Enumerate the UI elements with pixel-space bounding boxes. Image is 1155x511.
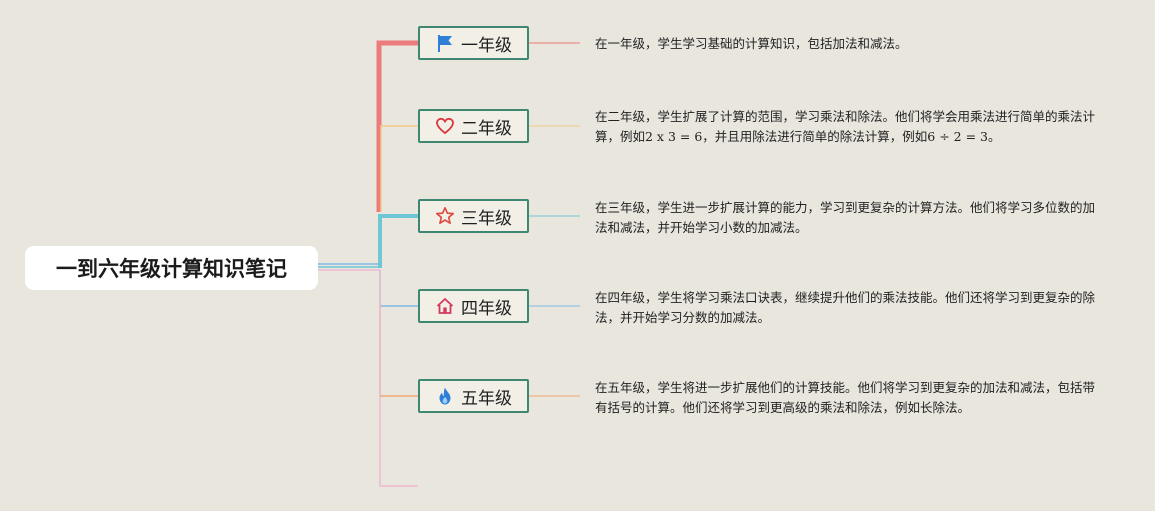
topic-label: 二年级 — [461, 118, 512, 139]
branch-line-5 — [379, 306, 418, 397]
description-grade-4: 在四年级，学生将学习乘法口诀表，继续提升他们的乘法技能。他们还将学习到更复杂的除… — [595, 290, 1096, 325]
topic-grade-4[interactable]: 四年级 — [418, 289, 529, 323]
description-grade-2: 在二年级，学生扩展了计算的范围，学习乘法和除法。他们将学会用乘法进行简单的乘法计… — [595, 109, 1096, 144]
branch-line-1 — [376, 40, 418, 212]
topic-label: 五年级 — [461, 388, 512, 409]
star-icon — [435, 206, 455, 226]
fire-icon — [435, 386, 455, 406]
topic-grade-5[interactable]: 五年级 — [418, 379, 529, 413]
root-title: 一到六年级计算知识笔记 — [56, 257, 287, 281]
root-connector — [318, 263, 380, 271]
description-grade-3: 在三年级，学生进一步扩展计算的能力，学习到更复杂的计算方法。他们将学习多位数的加… — [595, 200, 1096, 235]
branch-line-2 — [380, 125, 418, 212]
branch-line-6 — [379, 270, 418, 487]
branch-line-3 — [378, 214, 418, 268]
topic-grade-3[interactable]: 三年级 — [418, 199, 529, 233]
topic-label: 三年级 — [461, 208, 512, 229]
topic-grade-1[interactable]: 一年级 — [418, 26, 529, 60]
home-icon — [435, 296, 455, 316]
heart-icon — [435, 116, 455, 136]
branch-line-4 — [379, 270, 418, 307]
root-topic[interactable]: 一到六年级计算知识笔记 — [25, 246, 318, 290]
flag-icon — [435, 33, 455, 53]
description-grade-5: 在五年级，学生将进一步扩展他们的计算技能。他们将学习到更复杂的加法和减法，包括带… — [595, 380, 1096, 415]
description-grade-1: 在一年级，学生学习基础的计算知识，包括加法和减法。 — [595, 36, 908, 51]
topic-grade-2[interactable]: 二年级 — [418, 109, 529, 143]
topic-label: 四年级 — [461, 298, 512, 319]
topic-label: 一年级 — [461, 35, 512, 56]
